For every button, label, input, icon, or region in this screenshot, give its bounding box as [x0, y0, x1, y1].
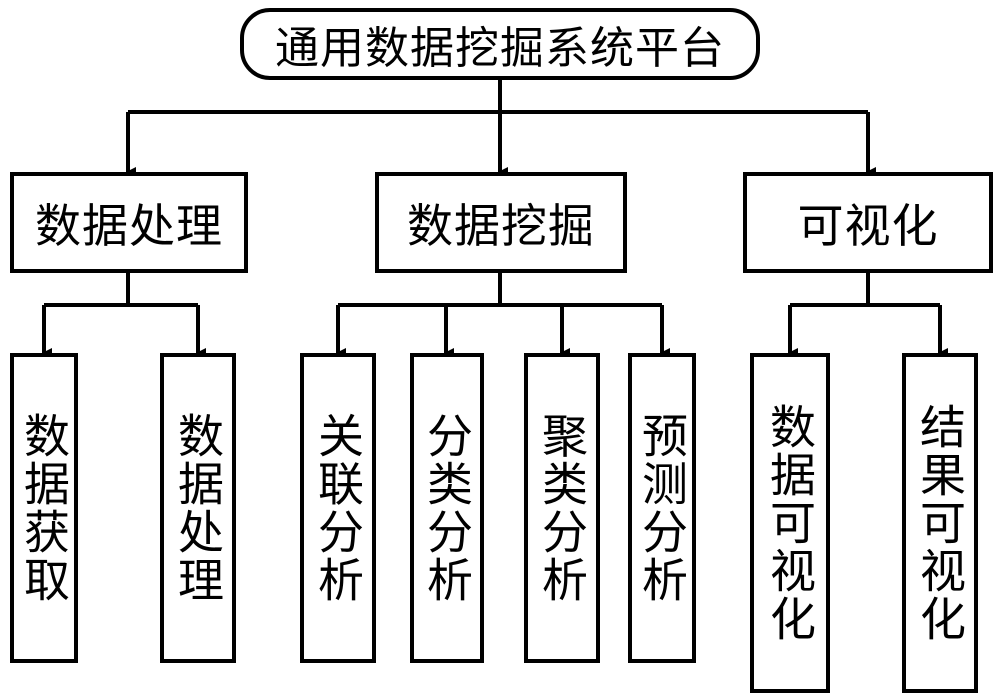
leaf-label: 聚类分析 [535, 412, 589, 604]
module-data-processing: 数据处理 [10, 172, 248, 273]
leaf-label: 结果可视化 [913, 403, 967, 643]
module-label: 可视化 [797, 198, 939, 253]
leaf-result-visualization: 结果可视化 [902, 353, 978, 693]
leaf-data-handling: 数据处理 [160, 353, 236, 663]
leaf-label: 关联分析 [311, 412, 365, 604]
root-label: 通用数据挖掘系统平台 [275, 23, 725, 74]
leaf-label: 分类分析 [420, 412, 474, 604]
leaf-data-visualization: 数据可视化 [750, 353, 830, 693]
root-node: 通用数据挖掘系统平台 [240, 8, 760, 80]
leaf-association-analysis: 关联分析 [300, 353, 376, 663]
leaf-clustering-analysis: 聚类分析 [524, 353, 600, 663]
module-visualization: 可视化 [743, 172, 993, 273]
leaf-data-acquisition: 数据获取 [10, 353, 78, 663]
leaf-classification-analysis: 分类分析 [410, 353, 484, 663]
module-label: 数据挖掘 [407, 198, 595, 253]
leaf-prediction-analysis: 预测分析 [628, 353, 696, 663]
leaf-label: 数据获取 [17, 412, 71, 604]
module-label: 数据处理 [35, 198, 223, 253]
leaf-label: 数据可视化 [763, 403, 817, 643]
leaf-label: 预测分析 [635, 412, 689, 604]
module-data-mining: 数据挖掘 [375, 172, 627, 273]
leaf-label: 数据处理 [171, 412, 225, 604]
